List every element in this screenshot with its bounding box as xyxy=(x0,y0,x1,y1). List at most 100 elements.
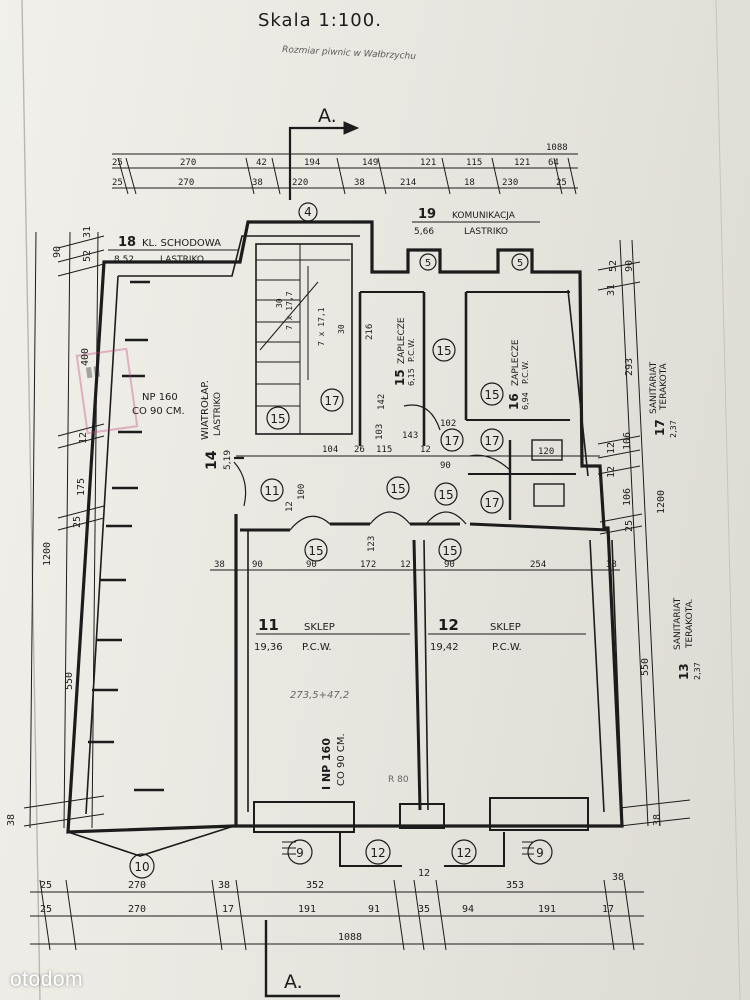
section-arrow-top xyxy=(343,121,360,135)
symbol-circle: 15 xyxy=(480,382,504,406)
dim-top-1: 270 xyxy=(180,158,196,168)
dim-line-right-1 xyxy=(619,239,649,827)
dim-top-1: 121 xyxy=(514,158,530,168)
room-floor: TERAKOTA xyxy=(659,362,669,411)
mid-wall xyxy=(240,522,609,532)
room-number: 18 xyxy=(118,235,136,250)
symbol-circle: 15 xyxy=(438,538,462,562)
symbol-circle: 9 xyxy=(527,839,553,865)
stair-note: 30 xyxy=(337,324,346,334)
room-name: ZAPLECZE xyxy=(511,339,521,386)
dim-bottom-2: 17 xyxy=(602,904,614,915)
dim-bottom-2: 270 xyxy=(128,904,146,915)
symbol-label: 15 xyxy=(390,482,405,496)
dim-bottom-2: 91 xyxy=(368,904,380,915)
symbol-label: 12 xyxy=(370,846,385,860)
symbol-label: 11 xyxy=(264,484,279,498)
dim-left: 90 xyxy=(52,246,63,258)
symbol-circle: 11 xyxy=(260,478,284,502)
dim-ticks-right xyxy=(597,261,691,827)
dim-right: 38 xyxy=(652,814,663,826)
stair-note: 7 x 17,7 xyxy=(285,291,294,330)
sink-fixture xyxy=(531,439,563,461)
note-np: CO 90 CM. xyxy=(336,733,347,786)
room-area: 2,37 xyxy=(693,662,702,680)
inner-dimensions: 90 90 172 12 90 254 38 38 104 26 115 12 … xyxy=(214,324,617,570)
dim-top-1: 42 xyxy=(256,158,267,168)
symbol-label: 15 xyxy=(484,388,499,402)
symbol-circle: 12 xyxy=(451,839,477,865)
svg-text:▮▮: ▮▮ xyxy=(84,363,101,381)
pencil-note: R 80 xyxy=(388,775,409,785)
room-floor: P.C.W. xyxy=(302,642,332,653)
dim-inner: 12 xyxy=(420,445,431,455)
shop-divider-inner xyxy=(423,539,429,811)
dim-top-2: 25 xyxy=(112,178,123,188)
handwritten-note: Rozmiar piwnic w Wałbrzychu xyxy=(282,45,417,62)
dim-right: 31 xyxy=(606,284,617,296)
dim-bottom-1: 38 xyxy=(218,880,230,891)
entrance-outline xyxy=(339,832,505,867)
dim-inner: 90 xyxy=(306,560,317,570)
dim-inner: 12 xyxy=(400,560,411,570)
section-line-bottom xyxy=(264,920,340,998)
label-lines xyxy=(108,221,620,635)
staircase-outline xyxy=(255,243,353,435)
symbol-label: 15 xyxy=(442,544,457,558)
symbol-label: 9 xyxy=(536,846,544,860)
dim-left: 38 xyxy=(6,814,17,826)
dim-line-left-1 xyxy=(63,231,71,829)
room-labels: 18 KL. SCHODOWA 8,52 LASTRIKO 19 KOMUNIK… xyxy=(114,207,702,680)
room-name: KOMUNIKACJA xyxy=(452,211,516,221)
symbol-circle: 9 xyxy=(287,839,313,865)
dim-bottom-2: 25 xyxy=(40,904,52,915)
room-number: 16 xyxy=(507,393,521,410)
symbol-label: 5 xyxy=(517,258,523,269)
stair-diagonal xyxy=(259,281,319,351)
dim-bottom-1: 352 xyxy=(306,880,324,891)
section-line-top xyxy=(288,126,352,200)
left-dimensions: 90 52 31 400 12 175 25 1200 550 38 xyxy=(6,226,93,826)
symbol-circle: 12 xyxy=(365,839,391,865)
dim-inner: 254 xyxy=(530,560,546,570)
stair-note: 30 xyxy=(275,298,284,308)
dim-inner: 216 xyxy=(365,324,375,340)
dim-top-2: 25 xyxy=(556,178,567,188)
symbol-circle: 15 xyxy=(304,538,328,562)
room-floor: LASTRIKO xyxy=(464,227,508,237)
dim-top-1: 121 xyxy=(420,158,436,168)
dim-line-left-2 xyxy=(91,231,99,829)
room-name: SKLEP xyxy=(304,622,335,633)
dim-bottom-2: 94 xyxy=(462,904,474,915)
symbol-label: 17 xyxy=(484,434,499,448)
symbol-circle: 5 xyxy=(511,253,529,271)
dim-left: 1200 xyxy=(42,542,53,566)
note-np: I NP 160 xyxy=(320,738,333,790)
symbol-label: 9 xyxy=(296,846,304,860)
dim-right: 12 xyxy=(606,442,617,454)
top-dimensions: 1088 25 270 42 194 149 121 115 121 64 25… xyxy=(112,143,568,188)
room-symbols: 4 5 5 17 15 15 15 15 17 17 17 11 15 15 1… xyxy=(129,202,553,879)
symbol-label: 5 xyxy=(425,258,431,269)
dim-left: 31 xyxy=(82,226,93,238)
symbol-label: 15 xyxy=(270,412,285,426)
dim-top-2: 214 xyxy=(400,178,416,188)
room-name: WIATROŁAP. xyxy=(200,380,211,440)
note-np: CO 90 CM. xyxy=(132,406,185,417)
shop-divider xyxy=(412,539,422,811)
dim-right: 106 xyxy=(622,432,633,450)
dim-top-2: 230 xyxy=(502,178,518,188)
dim-top-2: 220 xyxy=(292,178,308,188)
dim-bottom-1: 353 xyxy=(506,880,524,891)
dim-top-2: 270 xyxy=(178,178,194,188)
dim-top-2: 18 xyxy=(464,178,475,188)
symbol-label: 17 xyxy=(444,434,459,448)
dim-bottom-1: 25 xyxy=(40,880,52,891)
shop-right-wall-inner xyxy=(589,539,605,813)
sheet-edge xyxy=(21,0,41,1000)
annotations: NP 160 CO 90 CM. I NP 160 CO 90 CM. 7 x … xyxy=(132,291,409,790)
inner-wall-line-right xyxy=(567,289,589,477)
door-swings xyxy=(233,404,511,531)
room-number: 19 xyxy=(418,207,436,222)
room-name: SKLEP xyxy=(490,622,521,633)
